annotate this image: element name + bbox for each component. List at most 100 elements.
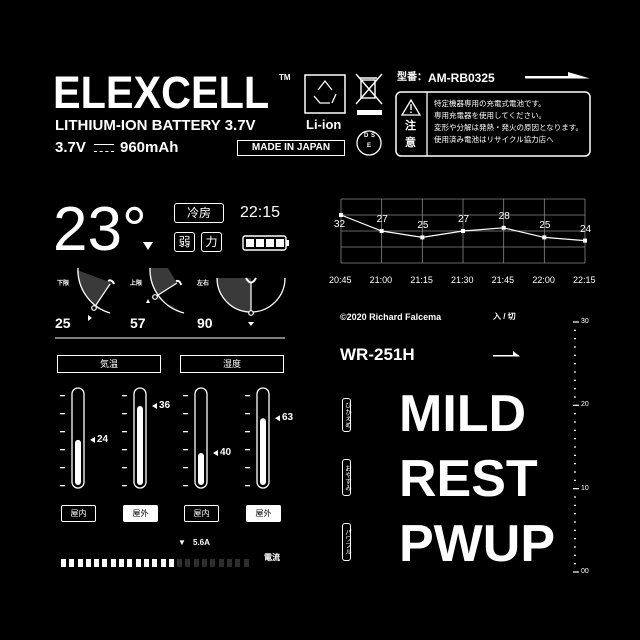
- scale-label: 10: [581, 484, 589, 492]
- current-segment: [168, 559, 174, 567]
- scale-tick: [573, 488, 579, 490]
- current-segment: [177, 559, 183, 567]
- meter-fill: [75, 439, 81, 485]
- caution-char: 注: [405, 120, 416, 132]
- dse-d: D: [364, 133, 369, 139]
- scale-tick: [573, 404, 579, 406]
- scale-tick: [574, 479, 576, 481]
- clock: 22:15: [240, 204, 281, 221]
- scale-tick: [574, 454, 576, 456]
- fan-power-button[interactable]: 力: [201, 232, 222, 252]
- mode-rest[interactable]: REST: [399, 450, 538, 508]
- pointer-icon: [152, 403, 157, 410]
- weee-bin-icon: [355, 73, 383, 105]
- tick: [183, 467, 188, 469]
- tick: [122, 413, 127, 415]
- gauge-value: 90: [197, 315, 213, 331]
- x-tick-label: 21:45: [491, 275, 515, 285]
- data-point: [542, 235, 547, 240]
- tick: [183, 449, 188, 451]
- caution-text: 特定機器専用の充電式電池です。 専用充電器を使用してください。 変形や分解は発熱…: [434, 100, 583, 148]
- recycle-label: Li-ion: [306, 117, 342, 132]
- caution-line: 専用充電器を使用してください。: [434, 111, 547, 120]
- meter-value: 36: [159, 400, 171, 412]
- location-tag[interactable]: 屋外: [246, 505, 281, 522]
- location-tag[interactable]: 屋内: [184, 505, 219, 522]
- recycle-icon: [304, 74, 346, 114]
- current-label: 電流: [264, 553, 280, 562]
- gauge-value: 25: [55, 315, 71, 331]
- scale-tick: [574, 388, 576, 390]
- power-toggle[interactable]: 入 / 切: [493, 312, 516, 321]
- scale-tick: [574, 513, 576, 515]
- scale-tick: [574, 379, 576, 381]
- current-segment: [69, 559, 75, 567]
- tick: [183, 413, 188, 415]
- current-segment: [110, 559, 116, 567]
- scale-tick: [574, 429, 576, 431]
- tick: [245, 413, 250, 415]
- x-tick-label: 22:15: [573, 275, 596, 285]
- meter-3: [245, 387, 280, 489]
- meter-tube: [71, 387, 85, 489]
- scale-tick: [574, 396, 576, 398]
- scale-tick: [574, 446, 576, 448]
- temperature-display: 23°: [53, 195, 147, 264]
- gauge-lower-limit: [77, 267, 115, 321]
- gauge-value: 57: [130, 315, 146, 331]
- mode-tag-rest: おやすみ: [342, 459, 351, 496]
- arrow-right-icon: [525, 72, 590, 79]
- scale-tick: [574, 371, 576, 373]
- tick: [60, 413, 65, 415]
- current-indicator-icon: ▼: [178, 538, 186, 547]
- meter-tube: [133, 387, 147, 489]
- current-segment: [226, 559, 232, 567]
- product-code: WR-251H: [340, 345, 415, 364]
- meter-fill: [137, 406, 143, 485]
- data-point: [379, 229, 384, 233]
- dse-mark-icon: [356, 130, 382, 156]
- pointer-icon: [213, 450, 218, 457]
- meter-fill: [198, 453, 204, 485]
- current-value: 5.6A: [193, 538, 210, 547]
- tick: [245, 485, 250, 487]
- mode-mild[interactable]: MILD: [399, 385, 527, 443]
- tick: [183, 431, 188, 433]
- data-label: 32: [334, 219, 346, 230]
- vertical-scale: [573, 321, 579, 573]
- data-label: 28: [498, 210, 510, 222]
- gauge-label: 左右: [197, 281, 210, 287]
- current-bar: [61, 555, 252, 567]
- scale-tick: [574, 329, 576, 331]
- battery-subtitle: LITHIUM-ION BATTERY 3.7V: [55, 117, 256, 134]
- scale-tick: [574, 363, 576, 365]
- current-segment: [185, 559, 191, 567]
- scale-tick: [574, 529, 576, 531]
- scale-tick: [574, 546, 576, 548]
- scale-label: 20: [581, 401, 589, 409]
- current-segment: [135, 559, 141, 567]
- scale-tick: [574, 438, 576, 440]
- dc-symbol-icon: [94, 144, 114, 152]
- location-tag[interactable]: 屋内: [61, 505, 96, 522]
- caution-char: 意: [405, 137, 416, 149]
- caution-line: 特定機器専用の充電式電池です。: [434, 99, 546, 108]
- location-tag[interactable]: 屋外: [123, 505, 158, 522]
- mode-pwup[interactable]: PWUP: [399, 515, 555, 573]
- current-segment: [61, 559, 66, 567]
- x-tick-label: 21:15: [410, 275, 433, 285]
- scale-tick: [573, 321, 579, 323]
- gauge-label: 下限: [57, 281, 70, 287]
- scale-tick: [574, 471, 576, 473]
- gauge-left-right: [216, 277, 286, 326]
- scale-tick: [574, 346, 576, 348]
- mode-button[interactable]: 冷房: [174, 203, 224, 223]
- capacity: 960mAh: [120, 139, 179, 156]
- model-label: 型番：: [397, 72, 427, 83]
- current-segment: [202, 559, 208, 567]
- tick: [245, 449, 250, 451]
- scale-tick: [574, 538, 576, 540]
- fan-weak-button[interactable]: 弱: [174, 232, 195, 252]
- meter-2: [183, 387, 218, 489]
